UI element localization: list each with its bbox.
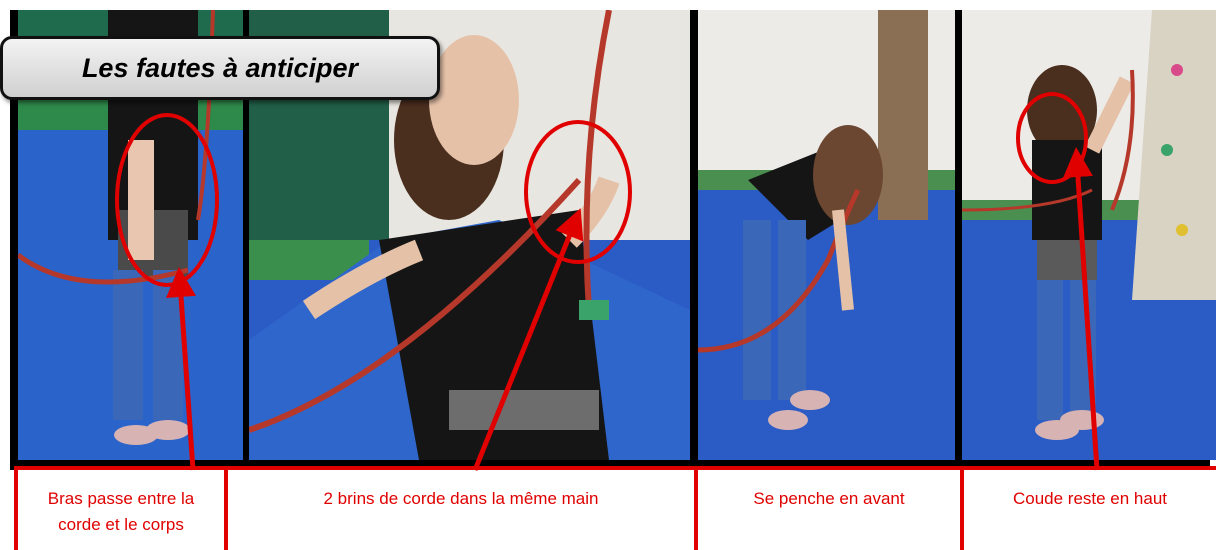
caption-cell-2: 2 brins de corde dans la même main [224, 466, 698, 550]
page-title: Les fautes à anticiper [81, 52, 359, 83]
caption-leaning-forward: Se penche en avant [753, 489, 905, 508]
caption-cell-4: Coude reste en haut [960, 466, 1216, 550]
caption-cell-1: Bras passe entre la corde et le corps [14, 466, 228, 550]
caption-elbow-up: Coude reste en haut [1012, 489, 1168, 508]
caption-cell-3: Se penche en avant [694, 466, 964, 550]
photo-elbow-stays-up [962, 10, 1216, 460]
caption-row: Bras passe entre la corde et le corps 2 … [0, 466, 1216, 550]
title-banner: Les fautes à anticiper [0, 36, 440, 100]
caption-arm-between-rope: Bras passe entre la corde et le corps [47, 489, 195, 534]
photo-leaning-forward [698, 10, 955, 460]
caption-two-strands: 2 brins de corde dans la même main [323, 489, 599, 508]
